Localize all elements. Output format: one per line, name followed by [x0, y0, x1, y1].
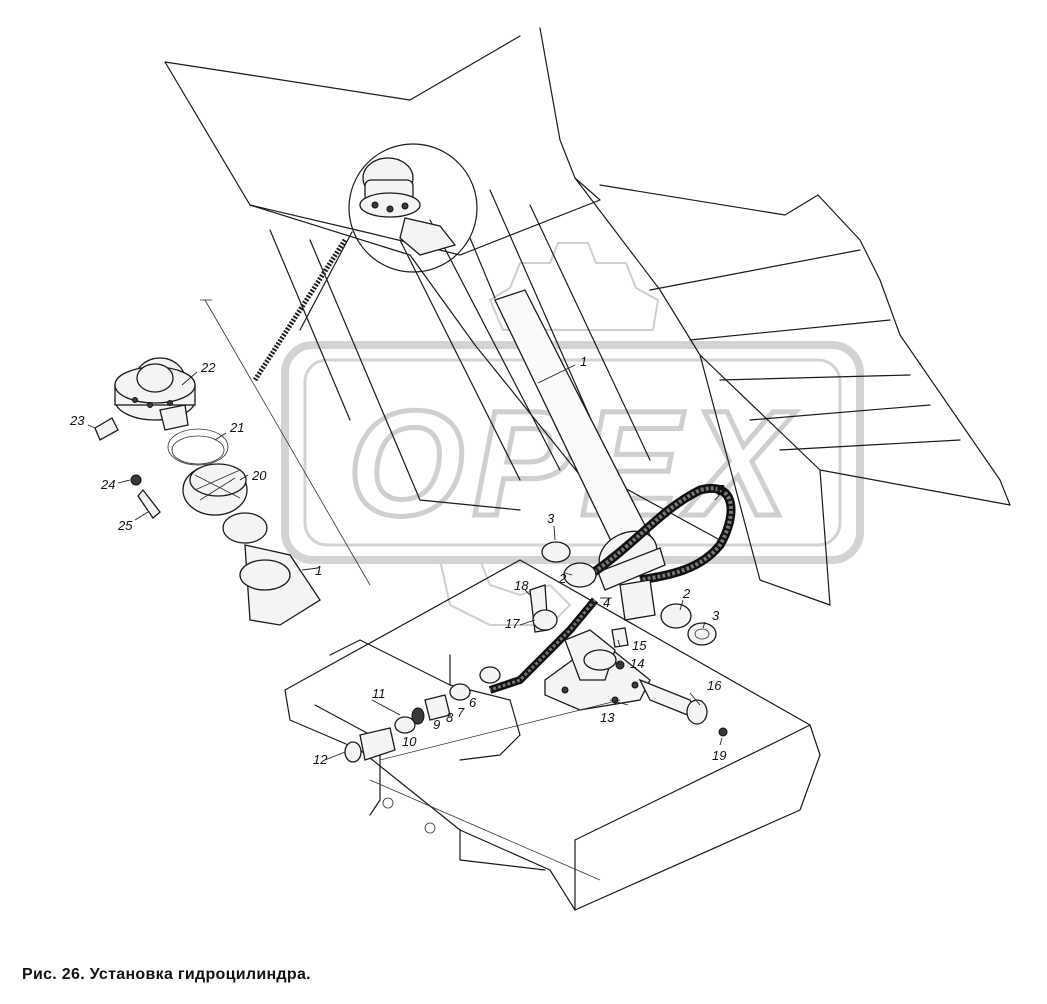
- chassis-frame: [164, 27, 1011, 606]
- lower-subframe: [284, 559, 821, 911]
- callout-9: 9: [433, 717, 440, 732]
- watermark-frame-inner: [303, 358, 842, 547]
- callout-19: 19: [712, 748, 726, 763]
- callout-4: 4: [603, 595, 610, 610]
- watermark-frame-outer: [281, 341, 864, 564]
- callout-25: 25: [117, 518, 133, 533]
- callout-1-left: 1: [315, 563, 322, 578]
- watermark-gear-bottom: [438, 559, 572, 626]
- callout-14: 14: [630, 656, 644, 671]
- callout-11: 11: [372, 686, 386, 701]
- callout-20: 20: [251, 468, 267, 483]
- pivot-assembly: [541, 541, 717, 646]
- callout-12: 12: [313, 752, 328, 767]
- callout-15: 15: [632, 638, 647, 653]
- figure-caption: Рис. 26. Установка гидроцилиндра.: [22, 966, 311, 983]
- callout-23: 23: [69, 413, 85, 428]
- callout-18: 18: [514, 578, 529, 593]
- left-cap-parts: [94, 357, 321, 626]
- hydraulic-hose: [488, 483, 736, 694]
- callout-3-upper: 3: [547, 511, 555, 526]
- callout-24: 24: [100, 477, 115, 492]
- hydraulic-cylinder: [494, 289, 666, 591]
- exploded-assembly-drawing: OPEX: [69, 27, 1011, 911]
- callout-21: 21: [229, 420, 244, 435]
- callout-7: 7: [457, 705, 465, 720]
- callout-1-cylinder: 1: [580, 354, 587, 369]
- callout-17: 17: [505, 616, 520, 631]
- callout-labels: 1 1 2 2 3 3 4 5 6 7 8 9 10 11 12 13 14 1…: [69, 354, 726, 767]
- callout-3-right: 3: [712, 608, 720, 623]
- callout-13: 13: [600, 710, 615, 725]
- valve-stack: [344, 584, 558, 763]
- callout-8: 8: [446, 710, 454, 725]
- callout-10: 10: [402, 734, 417, 749]
- leader-lines: [87, 364, 723, 761]
- callout-2-upper: 2: [558, 571, 567, 586]
- callout-22: 22: [200, 360, 216, 375]
- watermark-gear: [488, 242, 660, 331]
- callout-16: 16: [707, 678, 722, 693]
- base-mount: [544, 627, 728, 737]
- callout-2-right: 2: [682, 586, 691, 601]
- callout-6: 6: [469, 695, 477, 710]
- detail-magnifier: [299, 143, 496, 331]
- callout-5-hose: 5: [716, 482, 725, 499]
